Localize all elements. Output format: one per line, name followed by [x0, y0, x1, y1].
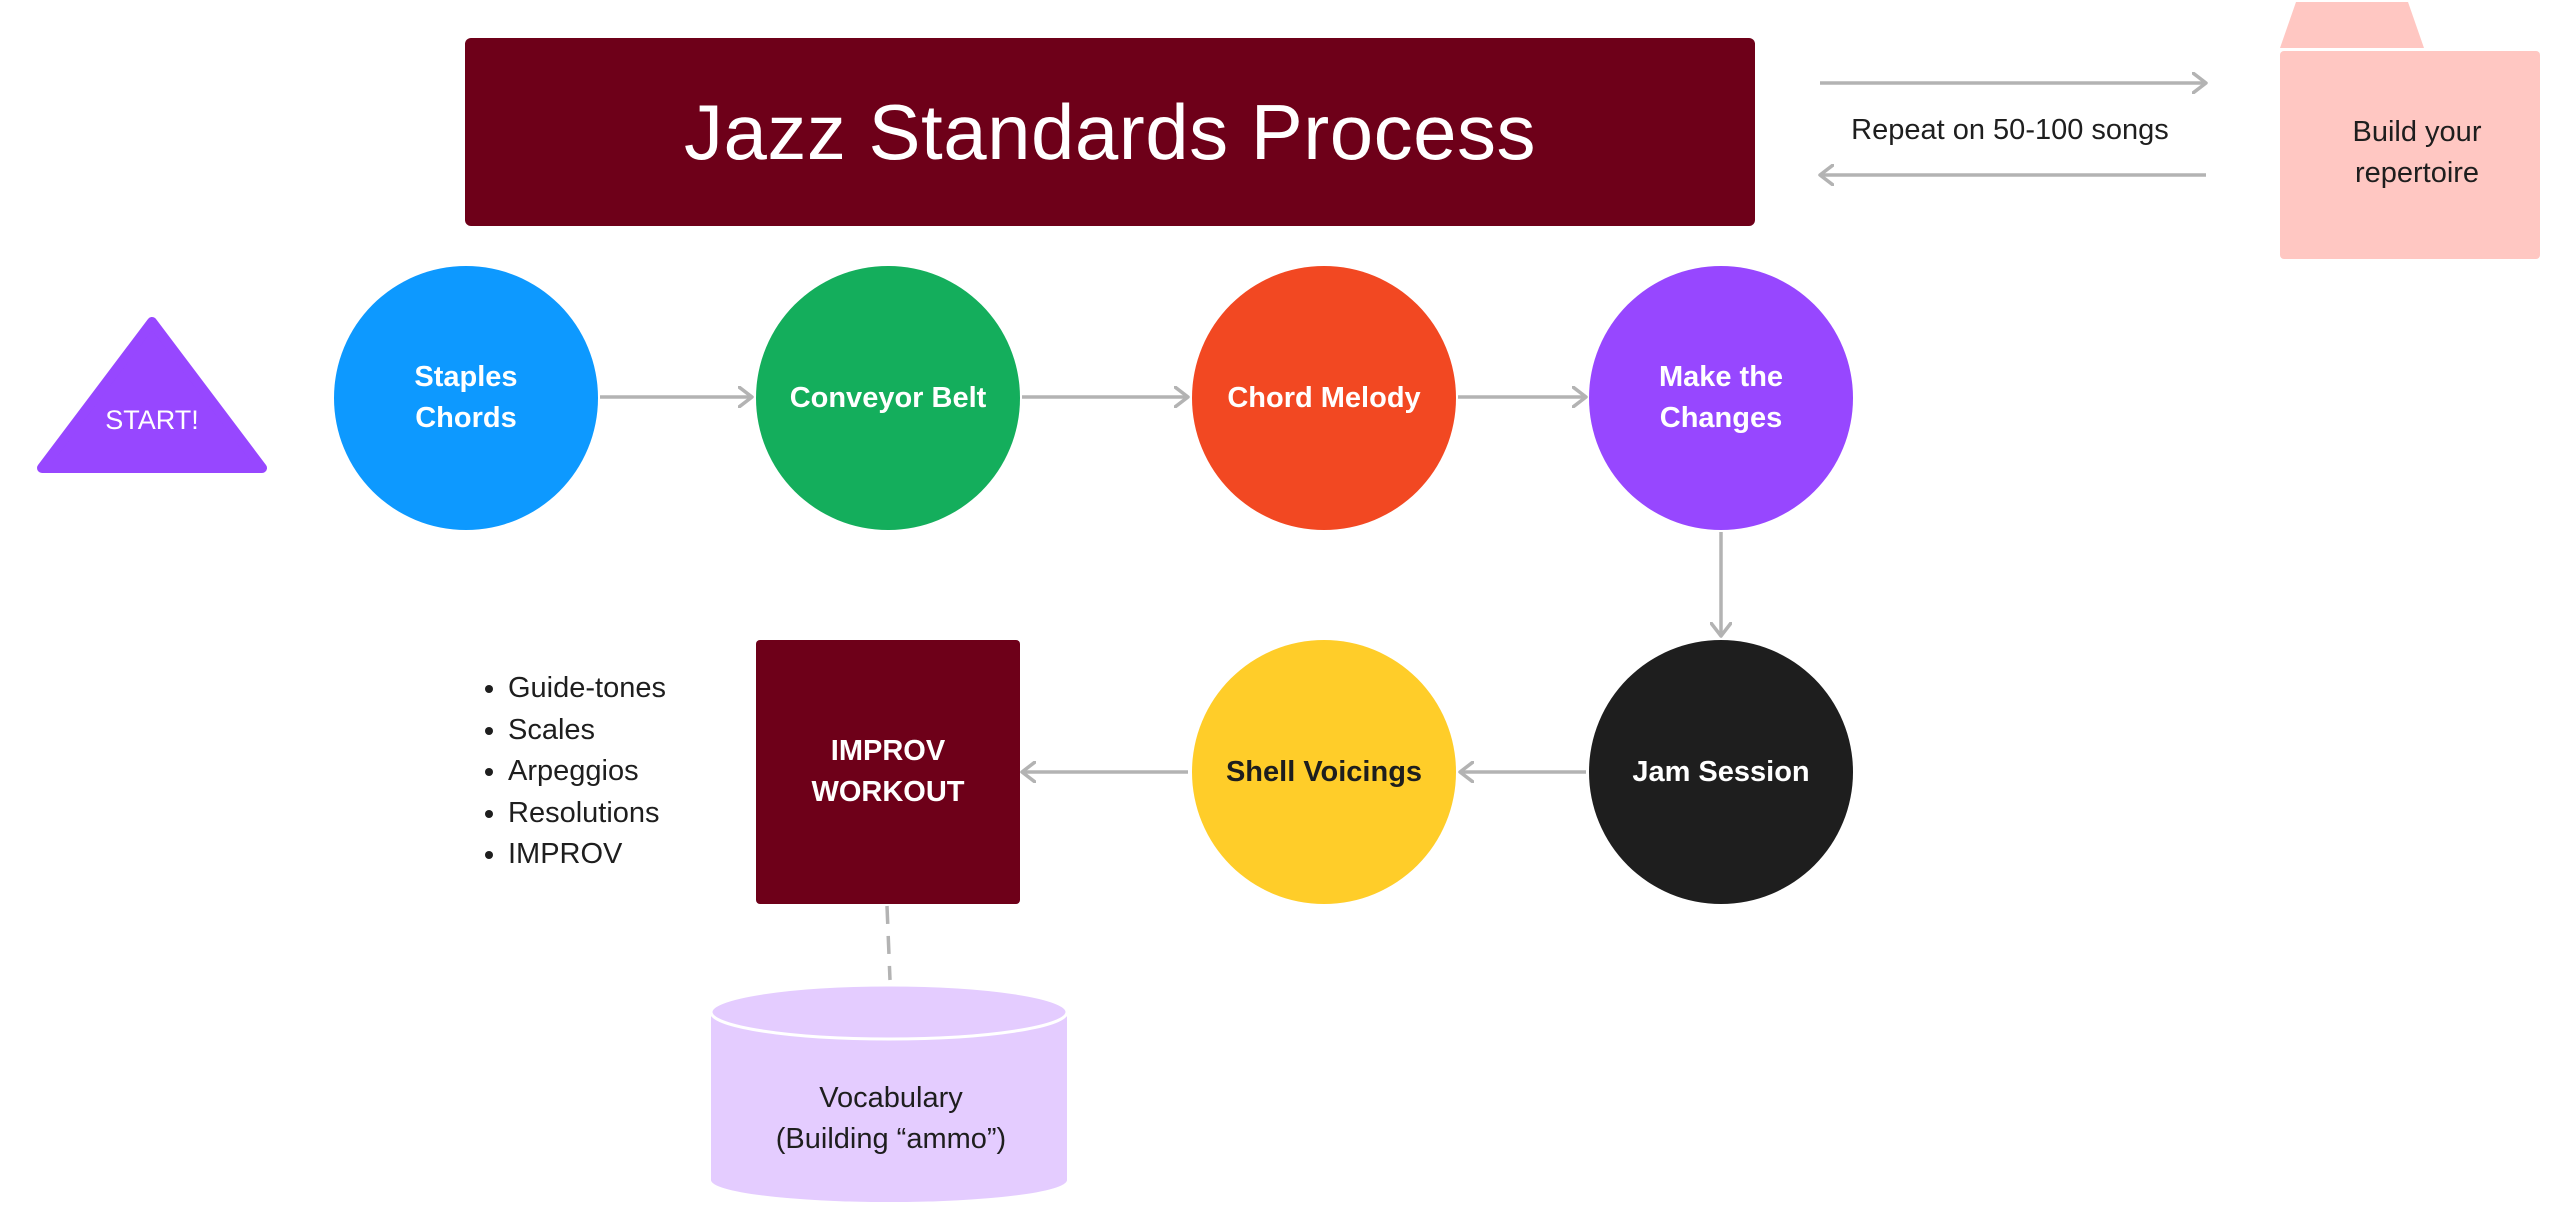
list-item: Scales — [508, 710, 666, 752]
node-label: Staples Chords — [414, 361, 518, 434]
improv-workout-label: IMPROV WORKOUT — [811, 735, 965, 808]
list-item: Resolutions — [508, 793, 666, 835]
node-conveyor-belt[interactable]: Conveyor Belt — [756, 266, 1020, 530]
node-label: Make the Changes — [1658, 361, 1784, 434]
node-label: Jam Session — [1632, 755, 1810, 788]
start-label: START! — [105, 405, 199, 435]
node-shell-voicings[interactable]: Shell Voicings — [1192, 640, 1456, 904]
page-title-text: Jazz Standards Process — [683, 87, 1537, 176]
node-label: Chord Melody — [1227, 381, 1421, 414]
list-item: IMPROV — [508, 834, 666, 876]
vocabulary-cylinder[interactable] — [709, 983, 1069, 1202]
start-triangle[interactable] — [37, 317, 267, 473]
list-item: Guide-tones — [508, 668, 666, 710]
workout-items-list: Guide-tones Scales Arpeggios Resolutions… — [470, 668, 666, 876]
node-chord-melody[interactable]: Chord Melody — [1192, 266, 1456, 530]
node-jam-session[interactable]: Jam Session — [1589, 640, 1853, 904]
improv-workout-box[interactable]: IMPROV WORKOUT — [756, 640, 1020, 904]
node-make-the-changes[interactable]: Make the Changes — [1589, 266, 1853, 530]
dashed-connector — [885, 905, 892, 981]
list-item: Arpeggios — [508, 751, 666, 793]
repeat-label: Repeat on 50-100 songs — [1851, 114, 2169, 146]
node-label: Shell Voicings — [1225, 755, 1423, 788]
node-staples-chords[interactable]: Staples Chords — [334, 266, 598, 530]
page-title: Jazz Standards Process — [465, 38, 1755, 226]
repertoire-folder[interactable] — [2280, 2, 2540, 259]
node-label: Conveyor Belt — [789, 381, 987, 414]
repertoire-label: Build your repertoire — [2352, 116, 2482, 189]
vocabulary-label: Vocabulary (Building “ammo”) — [775, 1082, 1007, 1155]
